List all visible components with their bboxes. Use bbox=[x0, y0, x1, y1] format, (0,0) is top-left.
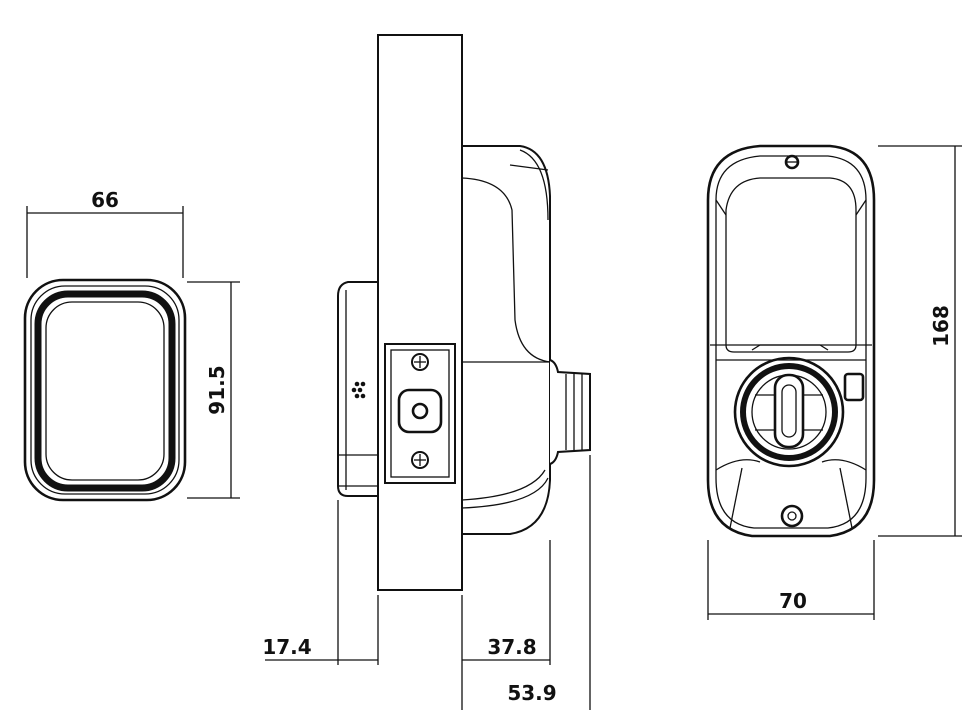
screw-icon bbox=[784, 154, 800, 170]
door-slab bbox=[377, 34, 463, 591]
back-view: 70 168 bbox=[706, 144, 962, 620]
front-inner-ring bbox=[34, 290, 176, 492]
front-width-label: 66 bbox=[91, 188, 119, 212]
front-outer-rim bbox=[30, 285, 180, 495]
thumb-turn-knob bbox=[549, 359, 591, 465]
back-width-label: 70 bbox=[779, 589, 807, 613]
front-face-panel bbox=[45, 301, 165, 481]
screw-icon bbox=[780, 504, 804, 528]
screw-icon bbox=[411, 353, 429, 371]
back-height-label: 168 bbox=[929, 305, 953, 347]
keypad-dots-icon bbox=[351, 381, 366, 399]
side-total-depth-label: 53.9 bbox=[507, 681, 556, 705]
side-outer-depth-label: 37.8 bbox=[487, 635, 536, 659]
thumb-turn-icon bbox=[733, 356, 845, 468]
side-view: 17.4 37.8 53.9 bbox=[262, 34, 591, 710]
back-outer-body bbox=[706, 144, 876, 538]
inside-body bbox=[461, 145, 551, 535]
side-inner-depth-label: 17.4 bbox=[262, 635, 311, 659]
front-outer-body bbox=[23, 278, 187, 502]
front-view: 66 91.5 bbox=[23, 188, 240, 502]
battery-switch bbox=[843, 372, 865, 402]
latch-bolt bbox=[397, 388, 443, 434]
front-height-label: 91.5 bbox=[205, 365, 229, 414]
screw-icon bbox=[411, 451, 429, 469]
back-upper-panel bbox=[725, 177, 857, 353]
